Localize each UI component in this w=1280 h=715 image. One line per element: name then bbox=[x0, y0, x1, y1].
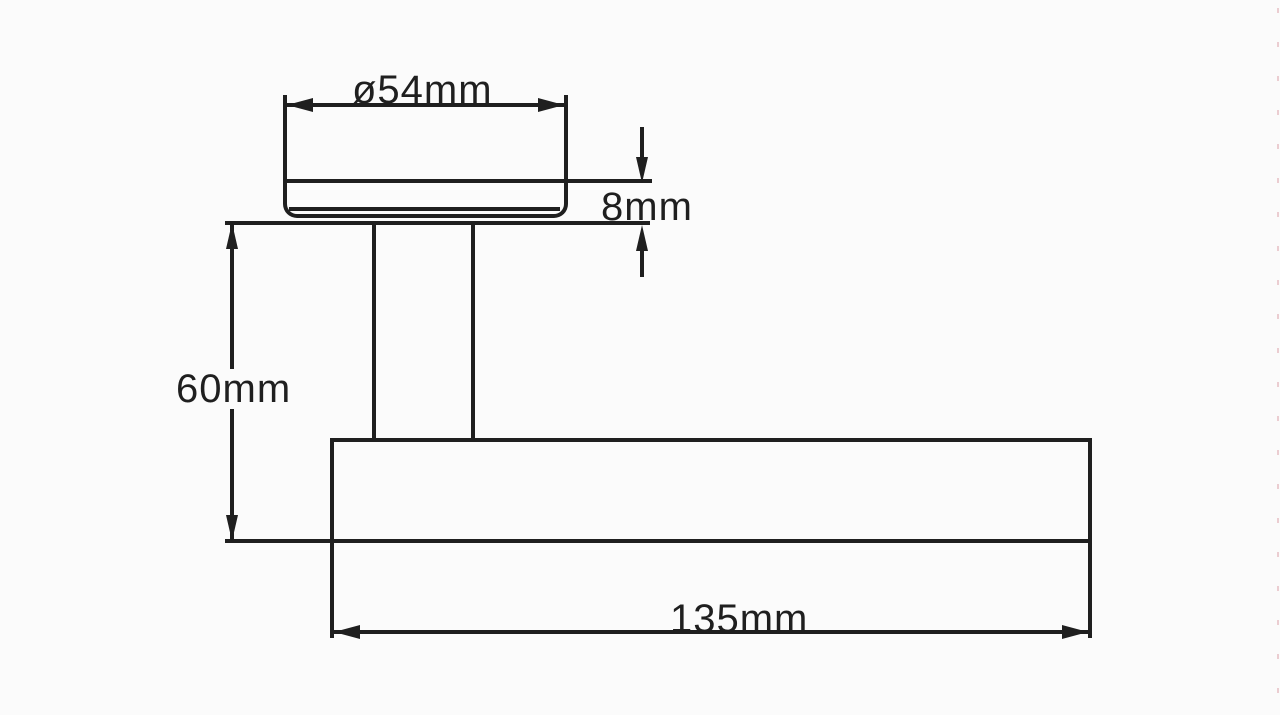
length-dimension-line bbox=[334, 630, 1088, 634]
length-label: 135mm bbox=[670, 597, 809, 641]
diameter-label: ø54mm bbox=[352, 68, 493, 112]
stem-right-line bbox=[471, 223, 475, 438]
diameter-dimension-line bbox=[287, 103, 564, 107]
diameter-arrowhead-right bbox=[538, 98, 564, 112]
scan-artifact bbox=[1277, 8, 1279, 707]
rose-outline bbox=[283, 95, 568, 218]
lever-left-extension-line bbox=[330, 543, 334, 638]
base-extension-line bbox=[225, 221, 650, 225]
length-arrowhead-left bbox=[334, 625, 360, 639]
height-label: 60mm bbox=[176, 367, 292, 411]
length-arrowhead-right bbox=[1062, 625, 1088, 639]
height-arrowhead-up bbox=[226, 223, 238, 249]
thickness-arrowhead-down bbox=[636, 157, 648, 183]
thickness-leader-upper bbox=[640, 127, 644, 161]
lever-right-extension-line bbox=[1088, 543, 1092, 638]
height-arrowhead-down bbox=[226, 515, 238, 541]
thickness-leader-lower bbox=[640, 249, 644, 277]
lever-bottom-extension-line bbox=[225, 539, 332, 543]
rose-rim-line bbox=[289, 207, 560, 211]
diameter-arrowhead-left bbox=[287, 98, 313, 112]
thickness-arrowhead-up bbox=[636, 225, 648, 251]
lever-outline bbox=[330, 438, 1092, 543]
stem-left-line bbox=[372, 223, 376, 438]
rose-band-line bbox=[285, 179, 652, 183]
thickness-label: 8mm bbox=[601, 185, 693, 229]
